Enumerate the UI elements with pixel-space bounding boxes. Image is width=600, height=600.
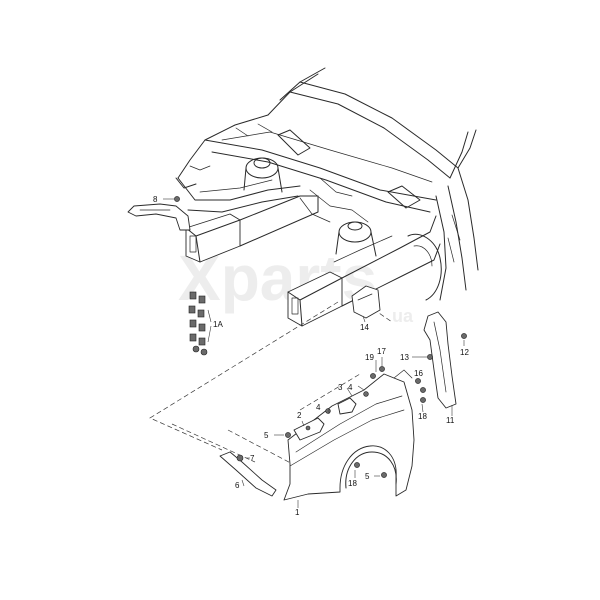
- part-14-bracket: [351, 285, 381, 319]
- callout-1a: 1A: [213, 320, 223, 329]
- bolt-icon: [370, 373, 376, 379]
- part-3-bracket: [325, 391, 369, 415]
- clip-icon: [198, 323, 206, 332]
- callout-13: 13: [400, 353, 409, 362]
- bolt-icon: [305, 425, 311, 431]
- callout-7: 7: [250, 454, 255, 463]
- bolt-icon: [379, 366, 385, 372]
- clip-icon: [189, 333, 197, 342]
- part-11-pillar-trim: [370, 311, 467, 409]
- callout-8: 8: [153, 195, 158, 204]
- clip-icon: [198, 337, 206, 346]
- clip-icon: [188, 305, 196, 314]
- clip-icon: [189, 291, 197, 300]
- bolt-icon: [381, 472, 387, 478]
- bolt-icon: [427, 354, 433, 360]
- nut-icon: [420, 397, 426, 403]
- bolt-icon: [174, 196, 180, 202]
- clip-icon: [363, 391, 369, 397]
- callout-4b: 4: [348, 383, 353, 392]
- nut-icon: [200, 348, 208, 356]
- clip-icon: [325, 408, 331, 414]
- bolt-icon: [354, 462, 360, 468]
- nut-icon: [415, 378, 421, 384]
- callout-17: 17: [377, 347, 386, 356]
- callout-2: 2: [297, 411, 302, 420]
- callout-11: 11: [446, 416, 455, 425]
- part-6-trim-strip: [219, 451, 277, 497]
- nut-icon: [236, 454, 244, 462]
- callout-4a: 4: [316, 403, 321, 412]
- part-2-bracket: [293, 417, 325, 441]
- callout-18b: 18: [348, 479, 357, 488]
- body-structure: [175, 67, 479, 327]
- clip-icon: [198, 295, 206, 304]
- part-1a-fasteners: [188, 291, 212, 356]
- callout-19: 19: [365, 353, 374, 362]
- clip-icon: [197, 309, 205, 318]
- clip-icon: [189, 319, 197, 328]
- callout-16: 16: [414, 369, 423, 378]
- nut-icon: [192, 345, 200, 353]
- callout-18a: 18: [418, 412, 427, 421]
- callout-14: 14: [360, 323, 369, 332]
- nut-icon: [461, 333, 467, 339]
- callout-1: 1: [295, 508, 300, 517]
- bolt-icon: [285, 432, 291, 438]
- part-1-fender: [283, 369, 415, 501]
- callout-12: 12: [460, 348, 469, 357]
- callouts: 1 1A 2 3 4 4 5 5 6 7 8 11 12 13 14 16 17…: [153, 195, 469, 517]
- part-8-bracket: [127, 196, 191, 231]
- callout-5a: 5: [264, 431, 269, 440]
- callout-3: 3: [338, 383, 343, 392]
- callout-5b: 5: [365, 472, 370, 481]
- watermark-sub: ua: [392, 306, 414, 326]
- nut-icon: [420, 387, 426, 393]
- leader-lines: [163, 198, 465, 508]
- callout-6: 6: [235, 481, 240, 490]
